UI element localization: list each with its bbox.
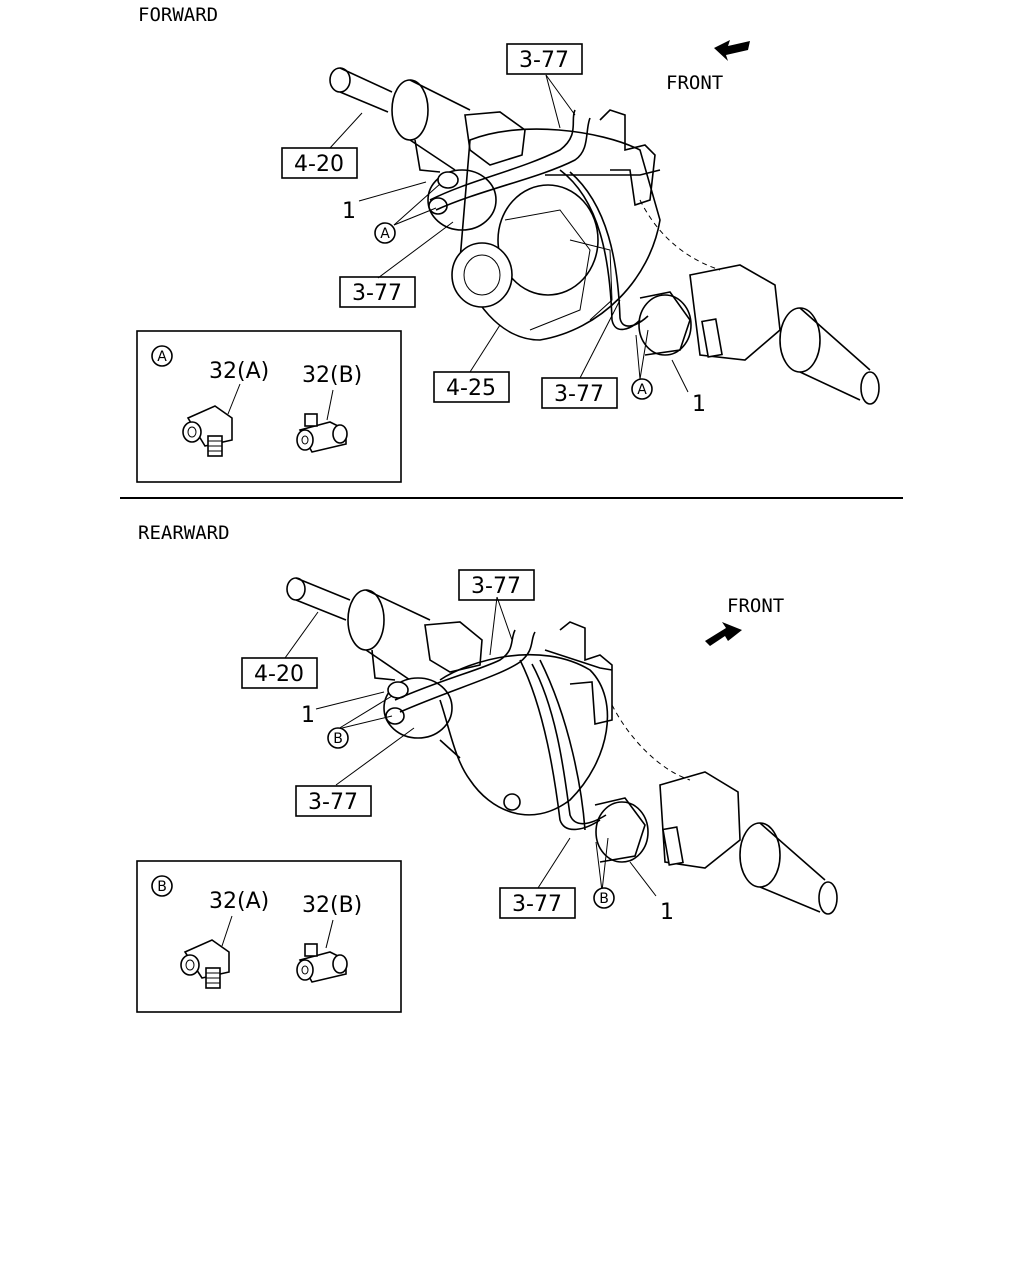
svg-text:3-77: 3-77 [471, 574, 521, 599]
svg-text:4-20: 4-20 [294, 152, 344, 177]
detail-a-part-32a: 32(A) [209, 359, 269, 384]
rearward-axle-illustration [286, 577, 838, 915]
rearward-detail-b-right: B [593, 887, 615, 909]
rearward-detail-b-left: B [327, 727, 349, 749]
detail-b-part-32a: 32(A) [209, 889, 269, 914]
detail-a-marker: A [157, 349, 167, 365]
fitting-tee-icon [296, 413, 348, 453]
svg-text:3-77: 3-77 [554, 382, 604, 407]
forward-detail-a-right: A [631, 378, 653, 400]
rearward-part-1-left: 1 [301, 703, 315, 728]
rearward-title: REARWARD [138, 522, 230, 544]
svg-text:4-25: 4-25 [446, 376, 496, 401]
front-arrow-icon-rear [705, 622, 742, 646]
rearward-front-label: FRONT [727, 595, 784, 617]
rearward-ref-3-77-mid: 3-77 [295, 785, 372, 817]
forward-ref-3-77-low: 3-77 [541, 377, 618, 409]
detail-a-part-32b: 32(B) [302, 363, 362, 388]
forward-ref-3-77-top: 3-77 [506, 43, 583, 75]
fitting-elbow-icon [180, 939, 230, 989]
fitting-tee-icon [296, 943, 348, 983]
svg-text:3-77: 3-77 [352, 281, 402, 306]
front-arrow-icon [714, 40, 750, 61]
rearward-part-1-right: 1 [660, 900, 674, 925]
forward-axle-illustration [329, 67, 880, 405]
svg-text:3-77: 3-77 [512, 892, 562, 917]
rearward-detail-box: B 32(A) 32(B) [136, 860, 402, 1013]
forward-detail-box: A 32(A) 32(B) [136, 330, 402, 483]
forward-ref-4-20: 4-20 [281, 147, 358, 179]
svg-text:A: A [637, 382, 647, 398]
rearward-ref-3-77-low: 3-77 [499, 887, 576, 919]
forward-detail-a-left: A [374, 222, 396, 244]
svg-text:3-77: 3-77 [519, 48, 569, 73]
rearward-ref-3-77-top: 3-77 [458, 569, 535, 601]
svg-text:B: B [333, 731, 343, 747]
rearward-ref-4-20: 4-20 [241, 657, 318, 689]
svg-text:4-20: 4-20 [254, 662, 304, 687]
svg-text:B: B [599, 891, 609, 907]
forward-front-label: FRONT [666, 72, 723, 94]
forward-ref-3-77-mid: 3-77 [339, 276, 416, 308]
rearward-section: REARWARD FRONT [136, 522, 838, 1013]
forward-section: FORWARD FRONT [136, 4, 880, 483]
forward-part-1-right: 1 [692, 392, 706, 417]
forward-title: FORWARD [138, 4, 218, 26]
detail-b-marker: B [157, 879, 167, 895]
svg-text:3-77: 3-77 [308, 790, 358, 815]
detail-b-part-32b: 32(B) [302, 893, 362, 918]
rearward-leader-lines [284, 596, 657, 897]
forward-leader-lines [329, 74, 689, 393]
forward-ref-4-25: 4-25 [433, 371, 510, 403]
svg-text:A: A [380, 226, 390, 242]
forward-part-1-left: 1 [342, 199, 356, 224]
fitting-elbow-icon [182, 405, 233, 457]
